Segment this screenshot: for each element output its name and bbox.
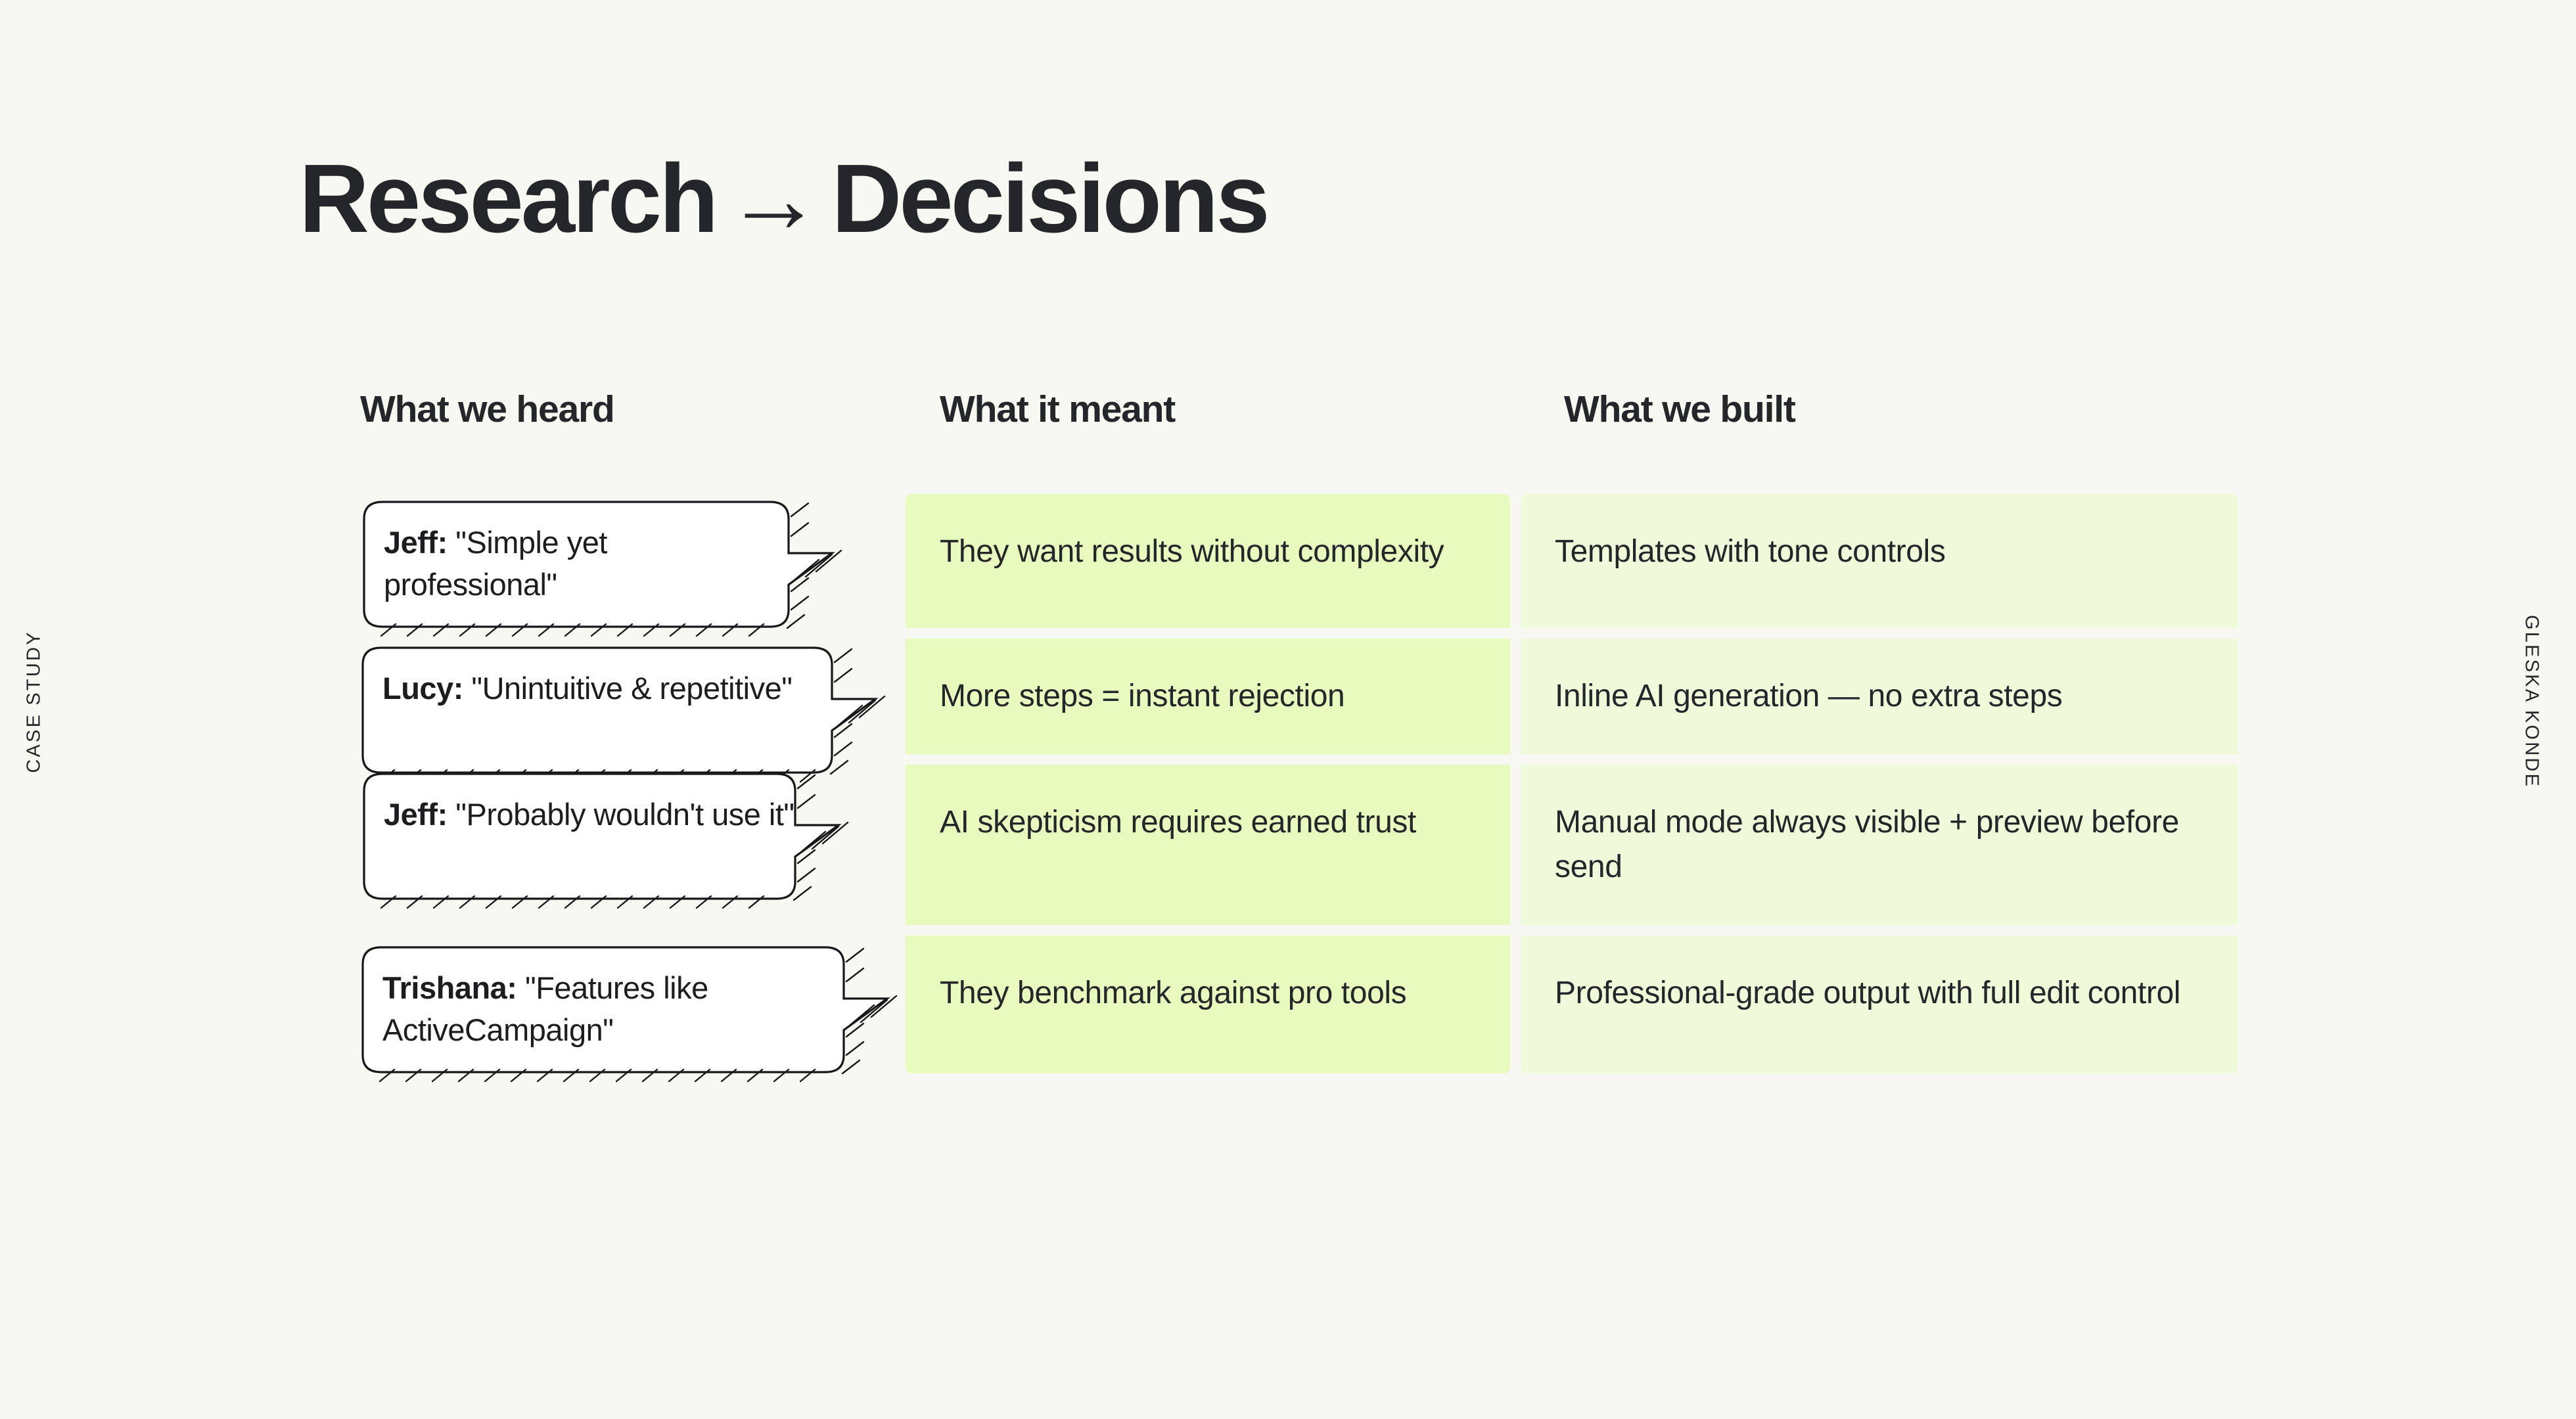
- built-text: Professional-grade output with full edit…: [1555, 976, 2181, 1011]
- built-text: Inline AI generation — no extra steps: [1555, 678, 2063, 713]
- quote-cell: Lucy: "Unintuitive & repetitive": [360, 639, 906, 783]
- arrow-right-icon: →: [725, 145, 823, 253]
- side-label-case-study: CASE STUDY: [23, 630, 45, 773]
- meaning-cell: More steps = instant rejection: [906, 638, 1510, 754]
- quote-cell: Trishana: "Features like ActiveCampaign": [360, 935, 906, 1083]
- table-row: Trishana: "Features like ActiveCampaign"…: [360, 935, 2240, 1083]
- speech-bubble: Jeff: "Probably wouldn't use it": [361, 771, 849, 909]
- speech-bubble-shape-icon: [363, 773, 849, 909]
- meaning-cell: They want results without complexity: [906, 494, 1510, 628]
- built-cell: Inline AI generation — no extra steps: [1521, 638, 2238, 754]
- built-cell: Professional-grade output with full edit…: [1521, 935, 2238, 1074]
- quote-body: "Unintuitive & repetitive": [471, 670, 793, 706]
- quote-text: Jeff: "Simple yet professional": [361, 499, 814, 628]
- built-text: Templates with tone controls: [1555, 534, 1946, 569]
- speech-bubble-shape-icon: [363, 501, 842, 637]
- table-row: Jeff: "Simple yet professional" They wan…: [360, 494, 2240, 637]
- meaning-text: AI skepticism requires earned trust: [940, 804, 1416, 840]
- column-header-what-it-meant: What it meant: [940, 388, 1176, 430]
- side-label-brand: GLESKA KONDE: [2521, 614, 2542, 789]
- quote-text: Trishana: "Features like ActiveCampaign": [360, 945, 873, 1073]
- quote-cell: Jeff: "Simple yet professional": [360, 494, 906, 637]
- built-cell: Templates with tone controls: [1521, 494, 2238, 628]
- speech-bubble: Jeff: "Simple yet professional": [361, 499, 842, 637]
- meaning-text: They benchmark against pro tools: [940, 976, 1407, 1011]
- meaning-cell: They benchmark against pro tools: [906, 935, 1510, 1074]
- quote-cell: Jeff: "Probably wouldn't use it": [360, 765, 906, 925]
- grid-header-row: What we heard What it meant What we buil…: [360, 388, 2240, 494]
- built-text: Manual mode always visible + preview bef…: [1555, 804, 2179, 885]
- quote-body: "Simple yet professional": [384, 525, 607, 602]
- quote-text: Lucy: "Unintuitive & repetitive": [360, 645, 860, 732]
- meaning-text: More steps = instant rejection: [940, 678, 1345, 713]
- built-cell: Manual mode always visible + preview bef…: [1521, 764, 2238, 926]
- column-header-what-we-built: What we built: [1564, 388, 1796, 430]
- quote-speaker: Trishana:: [382, 970, 517, 1006]
- page-title: Research→Decisions: [299, 143, 1270, 255]
- quote-body: "Features like ActiveCampaign": [382, 970, 708, 1048]
- speech-bubble: Lucy: "Unintuitive & repetitive": [360, 645, 886, 783]
- quote-speaker: Lucy:: [382, 670, 463, 706]
- column-header-what-we-heard: What we heard: [360, 388, 615, 430]
- quote-speaker: Jeff:: [384, 525, 448, 560]
- quote-speaker: Jeff:: [384, 796, 448, 832]
- grid-body: Jeff: "Simple yet professional" They wan…: [360, 494, 2240, 1083]
- speech-bubble-shape-icon: [361, 946, 898, 1083]
- meaning-cell: AI skepticism requires earned trust: [906, 764, 1510, 926]
- title-before: Research: [299, 145, 718, 253]
- title-after: Decisions: [831, 145, 1270, 253]
- table-row: Jeff: "Probably wouldn't use it" AI skep…: [360, 764, 2240, 926]
- research-decisions-grid: What we heard What it meant What we buil…: [360, 388, 2240, 1083]
- quote-body: "Probably wouldn't use it": [455, 796, 794, 832]
- speech-bubble: Trishana: "Features like ActiveCampaign": [360, 945, 898, 1083]
- quote-text: Jeff: "Probably wouldn't use it": [361, 771, 821, 858]
- table-row: Lucy: "Unintuitive & repetitive" More st…: [360, 638, 2240, 783]
- meaning-text: They want results without complexity: [940, 534, 1444, 569]
